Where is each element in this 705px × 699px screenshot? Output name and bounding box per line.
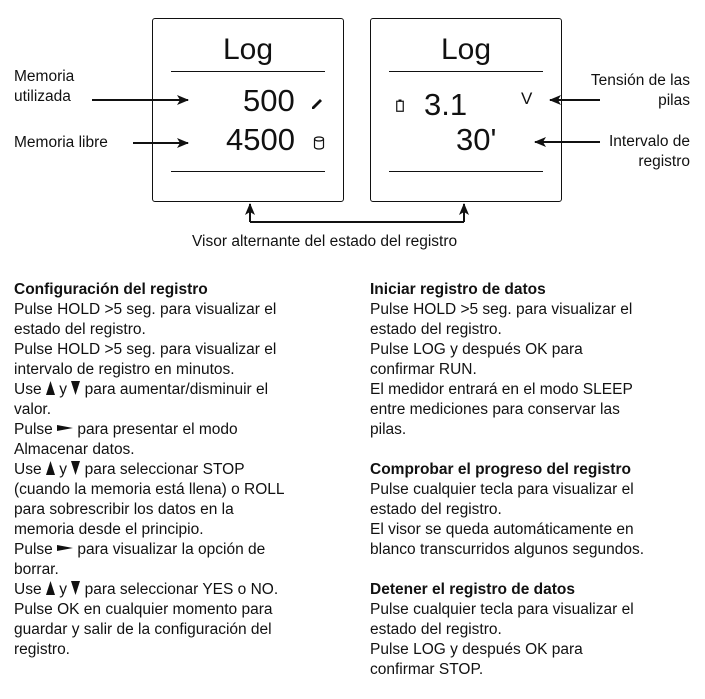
memory-cylinder-icon — [313, 136, 325, 150]
caption-alternating-display: Visor alternante del estado del registro — [192, 233, 458, 250]
right-arrow-button-icon — [57, 425, 74, 431]
divider — [171, 71, 325, 72]
voltage-unit: V — [521, 89, 533, 108]
label-memory-used: Memoria utilizada — [14, 68, 75, 105]
label-log-interval: Intervalo de registro — [609, 133, 690, 170]
down-arrow-button-icon — [71, 581, 81, 595]
down-arrow-button-icon — [71, 461, 81, 475]
divider — [389, 171, 543, 172]
heading-check-progress: Comprobar el progreso del registro — [370, 461, 631, 478]
memory-used-value: 500 — [243, 83, 295, 118]
heading: Configuración del registro — [14, 281, 208, 298]
down-arrow-button-icon — [71, 381, 81, 395]
log-interval-value: 30' — [456, 122, 497, 157]
callout-arrows — [92, 95, 600, 223]
divider — [171, 171, 325, 172]
memory-free-value: 4500 — [226, 122, 295, 157]
label-memory-free: Memoria libre — [14, 134, 108, 151]
heading-stop-logging: Detener el registro de datos — [370, 581, 576, 598]
up-arrow-button-icon — [45, 381, 55, 395]
lcd-screen-memory: Log 500 4500 — [152, 18, 344, 202]
battery-icon — [396, 99, 404, 112]
section-log-configuration: Configuración del registro Pulse HOLD >5… — [14, 280, 354, 660]
up-arrow-button-icon — [45, 461, 55, 475]
lcd-screen-battery: Log 3.1 V 30' — [370, 18, 562, 202]
battery-voltage-value: 3.1 — [424, 87, 468, 122]
up-arrow-button-icon — [45, 581, 55, 595]
right-arrow-button-icon — [57, 545, 74, 551]
screen-title: Log — [222, 33, 274, 66]
screen-title: Log — [440, 33, 492, 66]
label-battery-voltage: Tensión de las pilas — [590, 72, 690, 109]
heading-start-logging: Iniciar registro de datos — [370, 281, 546, 298]
pencil-icon — [312, 99, 322, 109]
divider — [389, 71, 543, 72]
section-logging-instructions: Iniciar registro de datos Pulse HOLD >5 … — [370, 280, 700, 680]
